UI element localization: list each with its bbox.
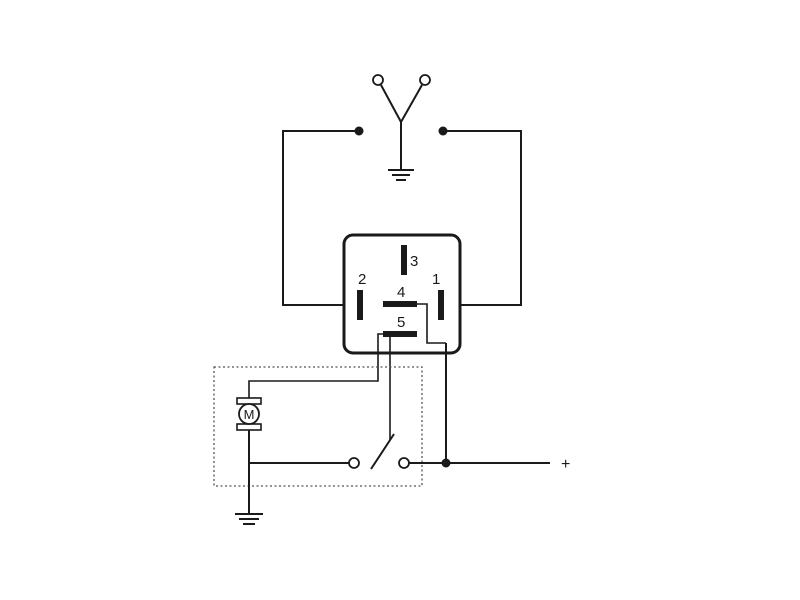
pin-4-bar [383, 301, 417, 307]
relay-body [342, 233, 462, 355]
pin-1-label: 1 [432, 271, 440, 288]
pin-4-label: 4 [397, 284, 405, 301]
switch-terminal-a [348, 457, 360, 469]
switch-terminal-left [372, 74, 384, 86]
motor-unit-box [213, 366, 423, 487]
wire-to-pin-2 [282, 130, 359, 306]
switch-terminal-right [419, 74, 431, 86]
junction-dot-icon [441, 458, 451, 468]
switch-blade-right [400, 84, 423, 123]
supply-plus-label: + [561, 456, 570, 473]
pin-2-bar [357, 290, 363, 320]
pin-3-bar [401, 245, 407, 275]
two-way-switch-icon [372, 74, 431, 170]
ground-icon [235, 513, 263, 525]
wire-pin-5-to-motor [248, 333, 383, 398]
pin-5-bar [383, 331, 417, 337]
pin-5-label: 5 [397, 314, 405, 331]
pin-4-internal-wire [417, 303, 446, 344]
switch-icon [348, 433, 410, 470]
switch-blade-left [380, 84, 402, 123]
motor-label: M [244, 407, 255, 422]
pin-1-bar [438, 290, 444, 320]
pin-2-label: 2 [358, 271, 366, 288]
pin-3-label: 3 [410, 253, 418, 270]
ground-icon [388, 169, 414, 181]
switch-lever [370, 433, 395, 470]
wire-to-pin-1 [441, 130, 522, 306]
switch-terminal-b [398, 457, 410, 469]
motor-icon: M [236, 397, 262, 431]
